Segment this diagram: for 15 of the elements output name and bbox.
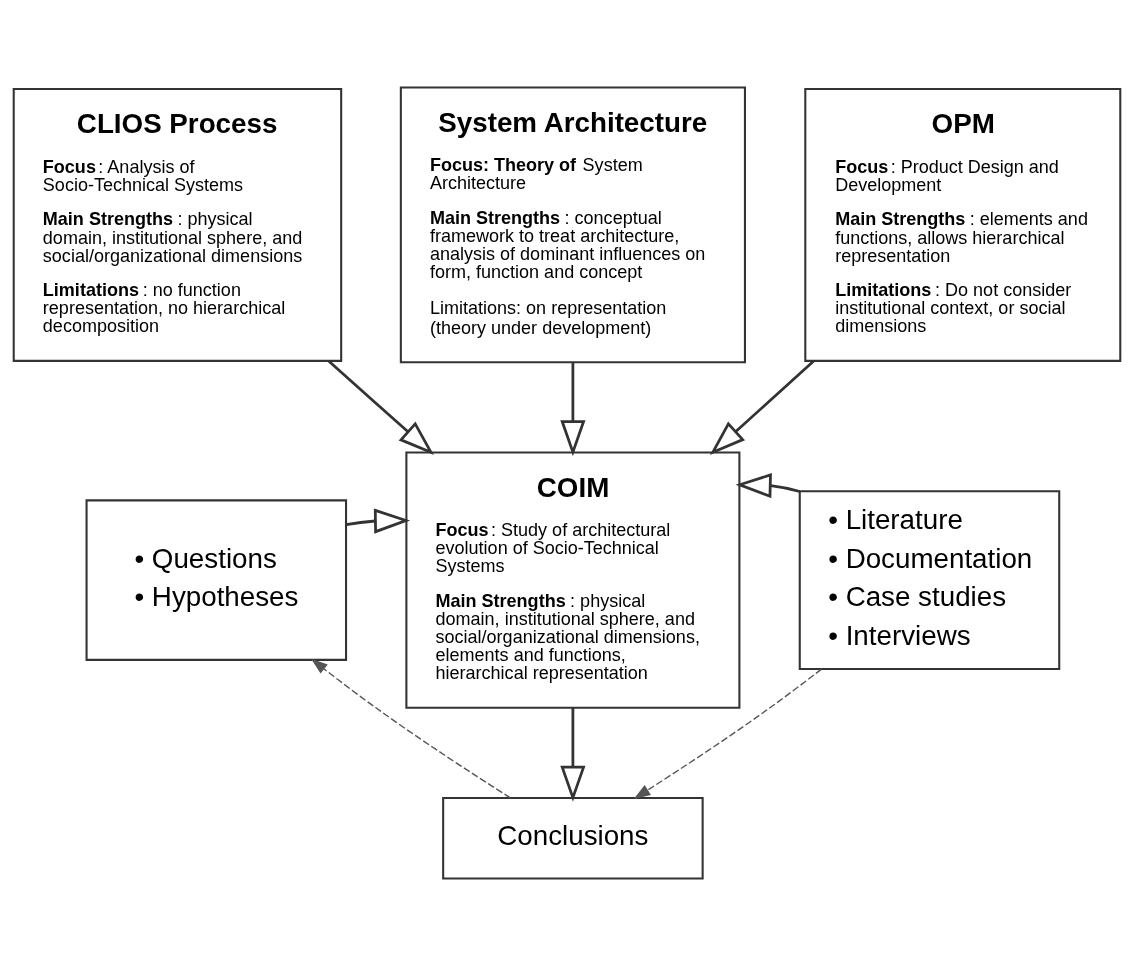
arrow — [735, 472, 801, 499]
node-box: CLIOS Process Focus: Analysis of Socio-Technical Systems Main Strengths: physical domain, institutional sphere, and social/organizational dimensions Limitations: no function representation, no hierarchical decomposition — [12, 87, 343, 362]
arrow — [311, 658, 511, 799]
node-box: Conclusions — [442, 796, 704, 880]
arrow — [560, 362, 586, 457]
node-box: COIM Focus: Study of architectural evolution of Socio-Technical Systems Main Strengths: physical domain, institutional sphere, and social/organizational dimensions, elements and functions, hierarchical representation — [405, 451, 741, 709]
arrow — [633, 668, 823, 799]
node-box: • Literature • Documentation • Case studies • Interviews — [798, 490, 1061, 670]
arrow — [560, 708, 586, 802]
arrow — [345, 508, 411, 534]
arrow — [327, 360, 435, 455]
node-box: • Questions • Hypotheses — [85, 499, 348, 661]
node-box: OPM Focus: Product Design and Development Main Strengths: elements and functions, allows hierarchical representation Limitations: Do not consider institutional context, or social dimensions — [804, 87, 1122, 362]
arrow — [709, 360, 815, 455]
node-box: System Architecture Focus: Theory of System Architecture Main Strengths: conceptual framework to treat architecture, analysis of dominant influences on form, function and concept Limitations: on representation (theory under development) — [399, 86, 746, 364]
